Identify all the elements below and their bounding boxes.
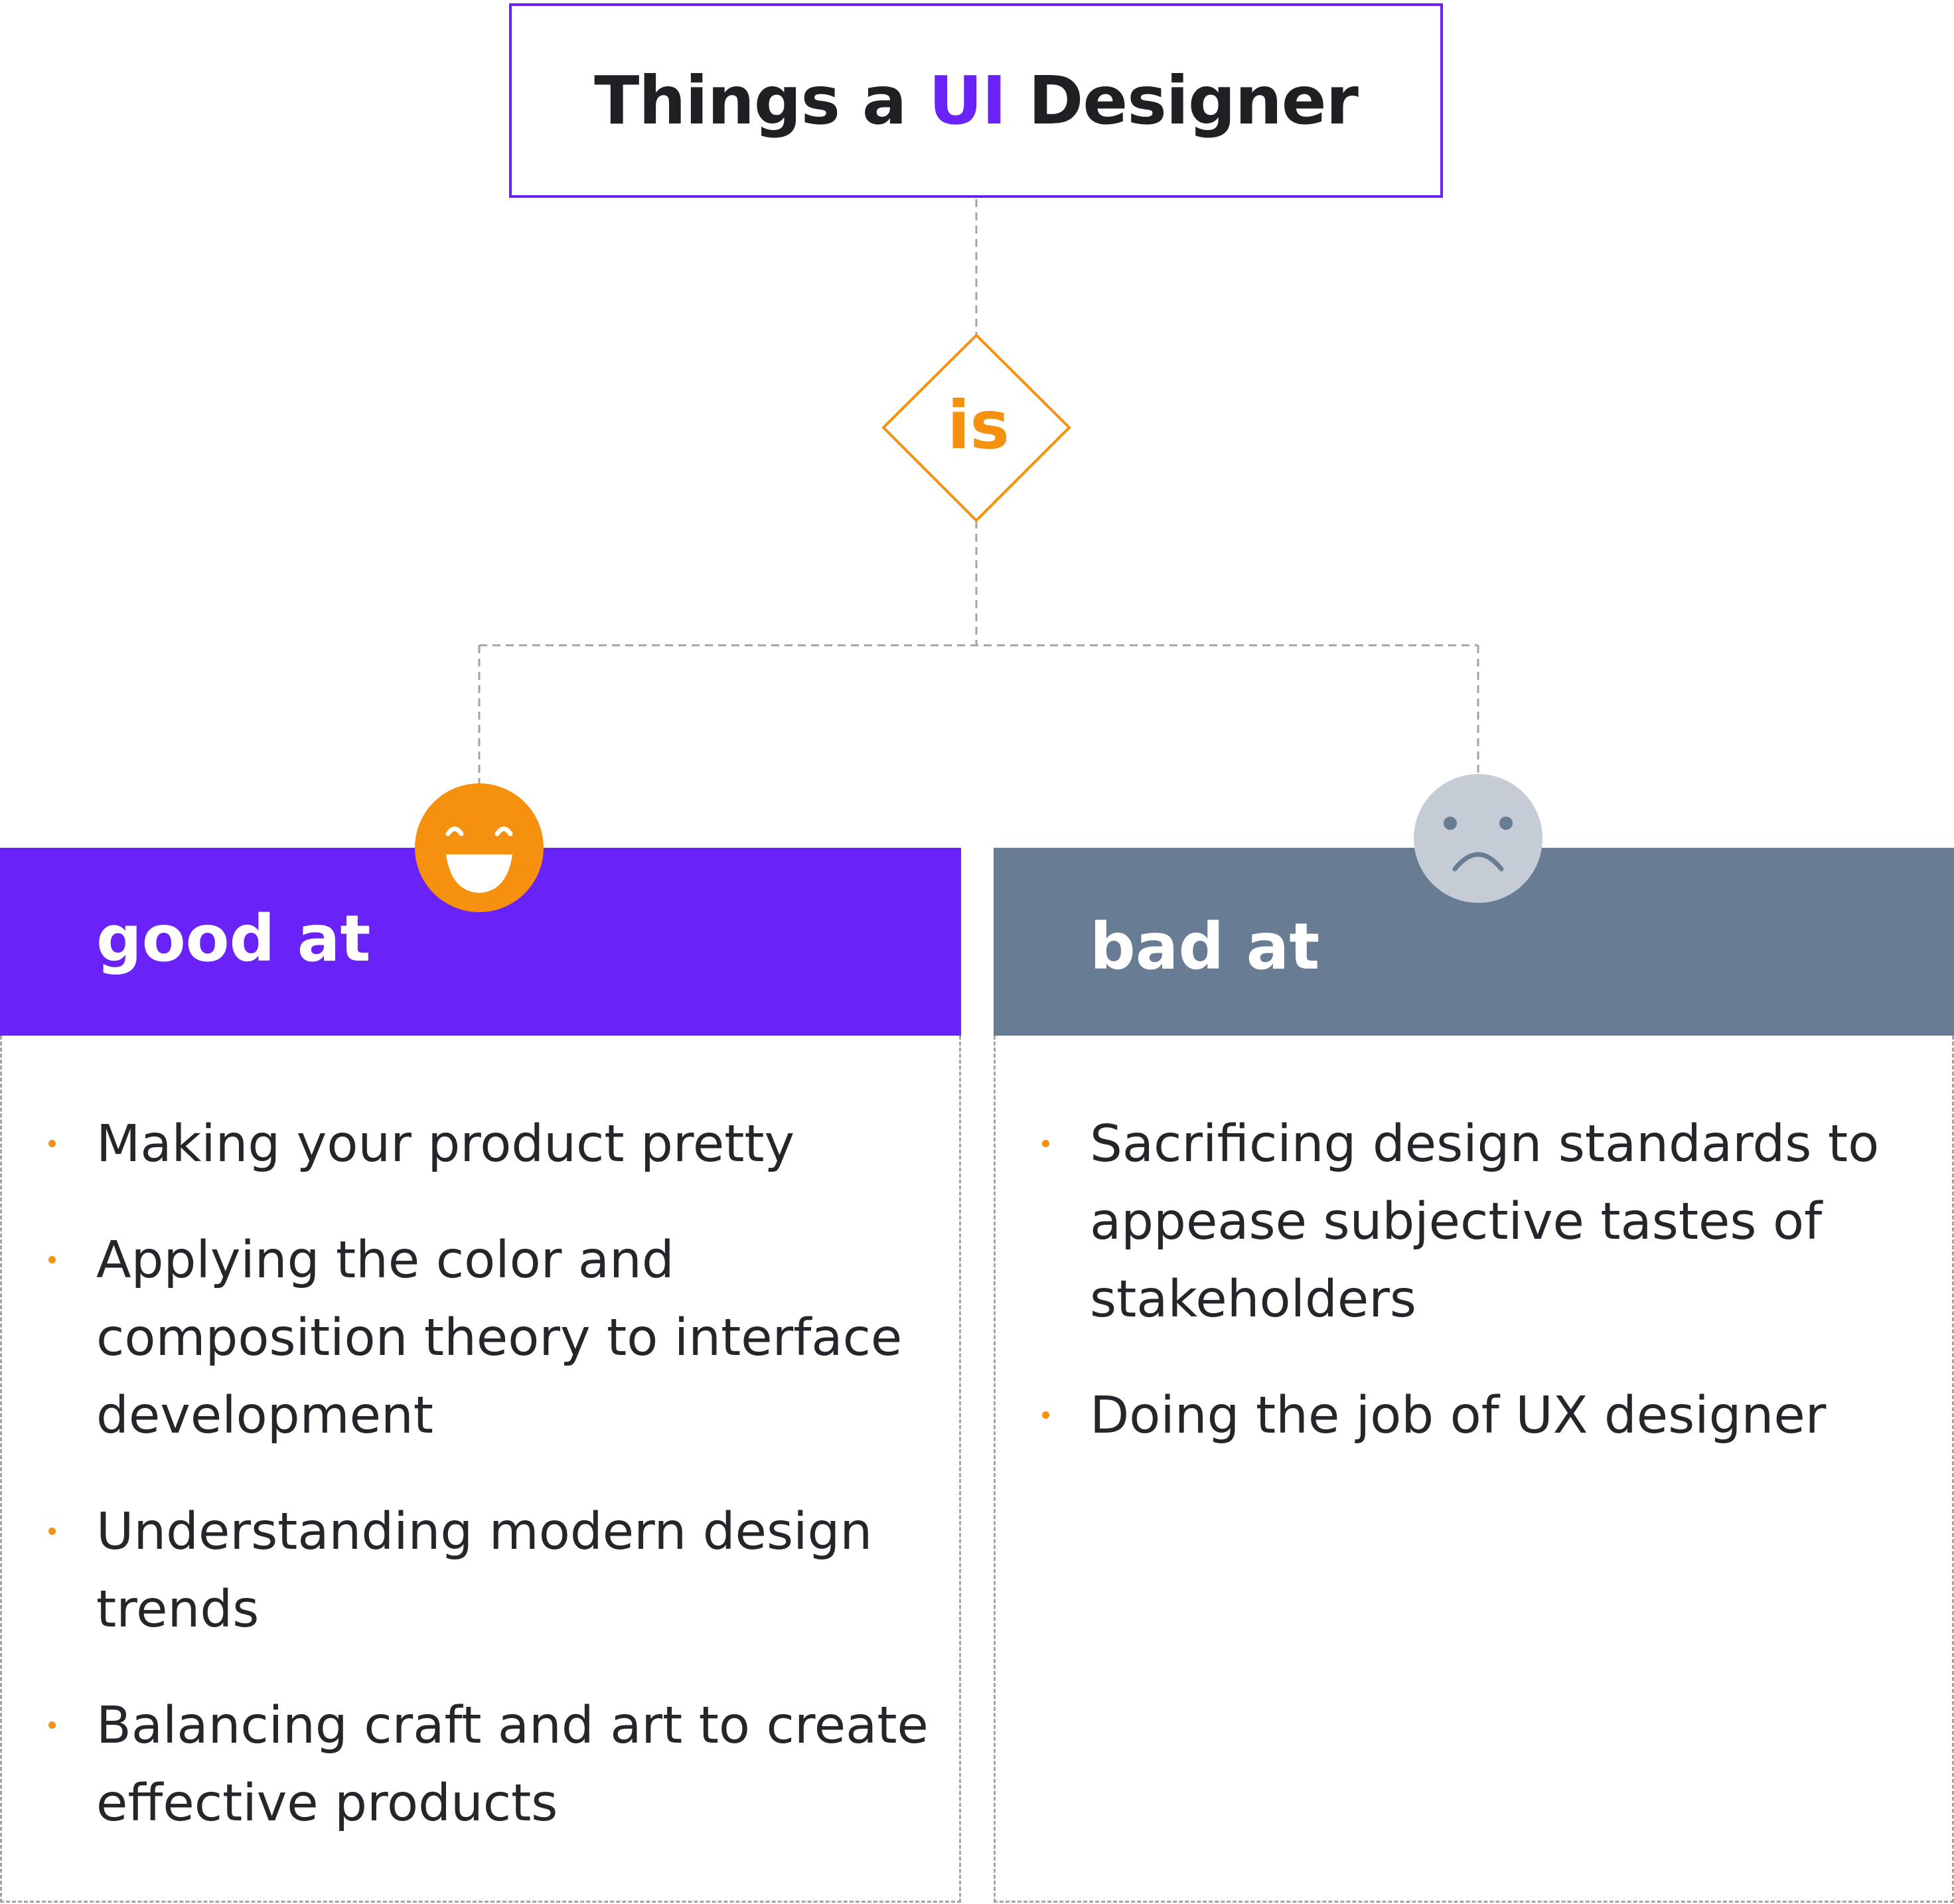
bullet-dot [48,1140,56,1147]
list-item: Balancing craft and art to create effect… [48,1687,939,1842]
bad-at-list: Sacrificing design standards to appease … [996,1105,1919,1493]
bullet-dot [1042,1140,1049,1147]
bad-at-title: bad at [1090,909,1320,984]
good-at-list: Making your product pretty Applying the … [2,1105,939,1881]
list-item-text: Applying the color and composition theor… [96,1231,903,1445]
list-item-text: Making your product pretty [96,1115,795,1174]
list-item: Sacrificing design standards to appease … [1042,1105,1919,1338]
bullet-dot [48,1256,56,1263]
title-part-before: Things a [594,62,929,139]
bad-at-panel: Sacrificing design standards to appease … [994,1036,1954,1903]
bullet-dot [48,1528,56,1535]
list-item: Understanding modern design trends [48,1493,939,1648]
frowning-face-icon [1414,774,1542,903]
decision-diamond [881,333,1071,522]
good-at-panel: Making your product pretty Applying the … [0,1036,961,1903]
title-box: Things a UI Designer [509,3,1443,198]
list-item-text: Sacrificing design standards to appease … [1090,1115,1880,1329]
smiling-face-icon [415,783,544,912]
title-highlight: UI [929,62,1006,139]
bullet-dot [48,1721,56,1729]
list-item: Applying the color and composition theor… [48,1222,939,1455]
good-at-title: good at [96,901,371,976]
page-title: Things a UI Designer [594,62,1359,139]
list-item: Making your product pretty [48,1105,939,1183]
list-item-text: Doing the job of UX designer [1090,1386,1827,1445]
bullet-dot [1042,1411,1049,1419]
diamond-label: is [947,386,1010,464]
list-item-text: Understanding modern design trends [96,1502,873,1639]
list-item-text: Balancing craft and art to create effect… [96,1696,929,1833]
title-part-after: Designer [1006,62,1359,139]
list-item: Doing the job of UX designer [1042,1377,1919,1455]
